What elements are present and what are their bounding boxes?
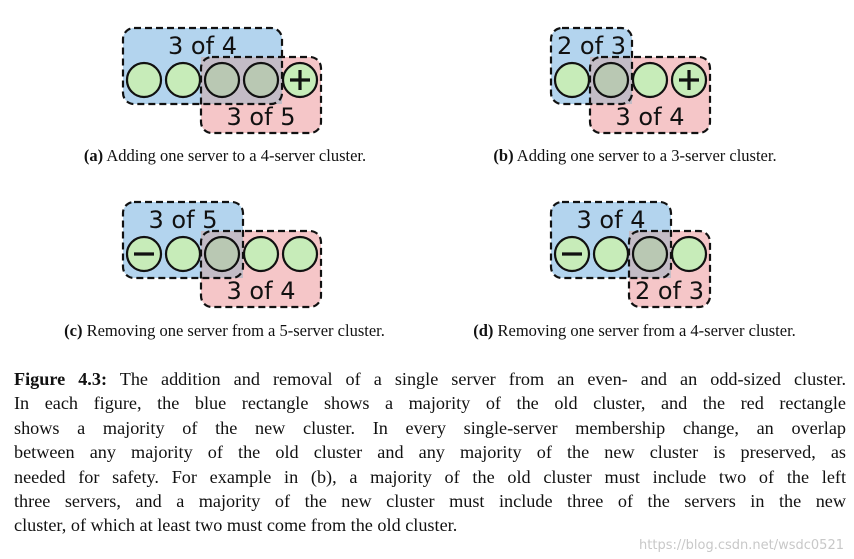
figure-label: Figure 4.3: <box>14 369 108 389</box>
figure-caption: Figure 4.3: The addition and removal of … <box>14 367 846 538</box>
figure-caption-line-7: cluster, of which at least two must come… <box>14 515 458 536</box>
server-node <box>164 61 202 99</box>
old-cluster-outline <box>549 26 634 106</box>
new-cluster-outline <box>199 55 323 135</box>
panel-a: 3 of 4 3 of 5 <box>120 24 335 136</box>
server-node <box>631 61 669 99</box>
server-node <box>631 235 669 273</box>
server-node <box>203 235 241 273</box>
panel-a-diagram: 3 of 4 3 of 5 <box>121 26 323 135</box>
server-node <box>281 235 319 273</box>
old-majority-label: 2 of 3 <box>557 32 626 60</box>
figure-caption-line-6: three servers, and a majority of the new… <box>14 490 846 511</box>
figure-caption-line-3: shows a majority of the new cluster. In … <box>14 417 846 438</box>
old-cluster-outline <box>121 26 284 106</box>
server-node <box>592 235 630 273</box>
caption-b-text: Adding one server to a 3-server cluster. <box>513 146 777 165</box>
server-node <box>164 235 202 273</box>
old-cluster-outline <box>121 200 245 280</box>
panel-c: 3 of 5 3 of 4 <box>120 198 335 310</box>
caption-b-tag: (b) <box>493 146 514 165</box>
new-majority-label: 2 of 3 <box>635 277 704 305</box>
new-cluster-outline <box>627 229 712 309</box>
caption-c-tag: (c) <box>64 321 83 340</box>
panel-b-diagram: 2 of 3 3 of 4 <box>549 26 712 135</box>
figure-caption-line-1-text: The addition and removal of a single ser… <box>107 369 846 389</box>
old-cluster-outline <box>549 200 673 280</box>
caption-a-tag: (a) <box>83 146 104 165</box>
old-majority-label: 3 of 4 <box>168 32 237 60</box>
old-majority-label: 3 of 5 <box>149 206 218 234</box>
server-node <box>203 61 241 99</box>
watermark: https://blog.csdn.net/wsdc0521 <box>639 538 844 553</box>
server-node <box>670 235 708 273</box>
old-majority-label: 3 of 4 <box>577 206 646 234</box>
new-majority-label: 3 of 5 <box>227 103 296 131</box>
figure-caption-line-1: Figure 4.3: The addition and removal of … <box>14 367 846 391</box>
panel-b: 2 of 3 3 of 4 <box>548 24 728 136</box>
caption-a-text: Adding one server to a 4-server cluster. <box>103 146 367 165</box>
server-node <box>125 61 163 99</box>
figure-caption-line-5: needed for safety. For example in (b), a… <box>14 466 846 487</box>
panel-c-diagram: 3 of 5 3 of 4 <box>121 200 323 309</box>
caption-c-text: Removing one server from a 5-server clus… <box>82 321 385 340</box>
caption-d-text: Removing one server from a 4-server clus… <box>493 321 796 340</box>
new-cluster-outline <box>588 55 712 135</box>
server-node <box>553 61 591 99</box>
caption-d-tag: (d) <box>473 321 494 340</box>
new-majority-label: 3 of 4 <box>227 277 296 305</box>
new-majority-label: 3 of 4 <box>616 103 685 131</box>
figure-caption-line-4: between any majority of the old cluster … <box>14 442 846 463</box>
server-node <box>242 235 280 273</box>
figure-caption-line-2: In each figure, the blue rectangle shows… <box>14 393 846 414</box>
caption-b: (b) Adding one server to a 3-server clus… <box>455 146 815 166</box>
caption-c: (c) Removing one server from a 5-server … <box>22 321 427 341</box>
panel-d: 3 of 4 2 of 3 <box>548 198 728 310</box>
caption-d: (d) Removing one server from a 4-server … <box>432 321 837 341</box>
server-node <box>242 61 280 99</box>
server-node <box>592 61 630 99</box>
new-cluster-outline <box>199 229 323 309</box>
caption-a: (a) Adding one server to a 4-server clus… <box>50 146 400 166</box>
panel-d-diagram: 3 of 4 2 of 3 <box>549 200 712 309</box>
